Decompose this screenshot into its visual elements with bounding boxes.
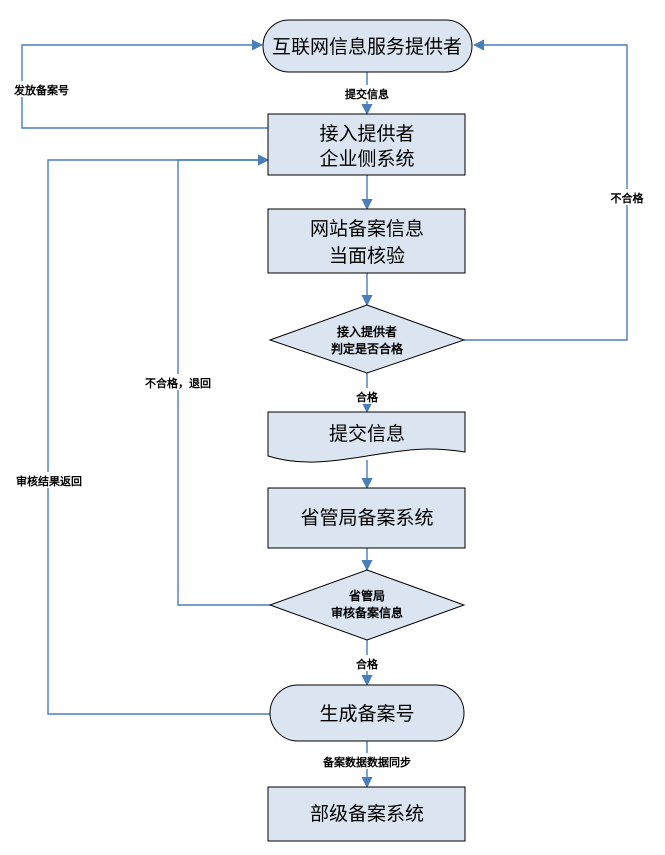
- label-submit-info: 提交信息: [337, 85, 397, 101]
- label-issue-number-text: 发放备案号: [13, 83, 69, 97]
- node-submit-doc: 提交信息: [267, 411, 466, 463]
- label-submit-info-text: 提交信息: [345, 87, 389, 101]
- node-province-review-line1: 省管局: [348, 588, 385, 603]
- node-judge-line2: 判定是否合格: [331, 341, 404, 356]
- label-pass-2-text: 合格: [356, 657, 379, 671]
- label-pass-2: 合格: [350, 655, 384, 671]
- label-review-result-return: 审核结果返回: [6, 472, 92, 488]
- label-fail-return: 不合格，退回: [132, 374, 224, 390]
- node-ministry-system-label: 部级备案系统: [310, 803, 424, 825]
- node-verify: 网站备案信息 当面核验: [267, 208, 466, 274]
- node-access-system-line2: 企业侧系统: [319, 148, 414, 170]
- node-access-system-line1: 接入提供者: [319, 123, 414, 145]
- label-pass-1-text: 合格: [356, 390, 379, 404]
- label-fail-right: 不合格: [603, 189, 651, 205]
- label-fail-return-text: 不合格，退回: [145, 376, 211, 390]
- label-pass-1: 合格: [350, 388, 384, 404]
- node-province-system: 省管局备案系统: [267, 487, 466, 549]
- node-access-system: 接入提供者 企业侧系统: [267, 113, 466, 176]
- label-data-sync: 备案数据数据同步: [310, 753, 424, 769]
- edge-labels: 发放备案号 提交信息 不合格 合格 不合格，退回 审核结果返回 合格 备案数据: [6, 81, 651, 769]
- label-review-result-return-text: 审核结果返回: [16, 474, 82, 488]
- edge-review-result-loop: [47, 154, 270, 715]
- node-verify-line1: 网站备案信息: [310, 218, 424, 240]
- node-submit-doc-label: 提交信息: [329, 423, 405, 445]
- node-province-review-line2: 审核备案信息: [331, 605, 403, 620]
- label-fail-right-text: 不合格: [611, 191, 645, 205]
- label-issue-number: 发放备案号: [12, 81, 82, 97]
- node-generate-number: 生成备案号: [269, 684, 465, 742]
- node-judge-line1: 接入提供者: [337, 324, 397, 339]
- node-judge: 接入提供者 判定是否合格: [268, 304, 466, 374]
- edge-fail-right-loop: [464, 39, 628, 341]
- node-generate-number-label: 生成备案号: [319, 703, 414, 725]
- node-province-system-label: 省管局备案系统: [300, 507, 433, 529]
- node-province-review: 省管局 审核备案信息: [268, 569, 466, 641]
- node-ministry-system: 部级备案系统: [267, 786, 466, 842]
- nodes: 互联网信息服务提供者 接入提供者 企业侧系统 网站备案信息 当面核验 接入提供者…: [262, 19, 473, 842]
- node-provider-label: 互联网信息服务提供者: [272, 36, 462, 58]
- label-data-sync-text: 备案数据数据同步: [322, 755, 411, 769]
- node-verify-line2: 当面核验: [329, 245, 405, 267]
- node-provider: 互联网信息服务提供者: [262, 19, 473, 73]
